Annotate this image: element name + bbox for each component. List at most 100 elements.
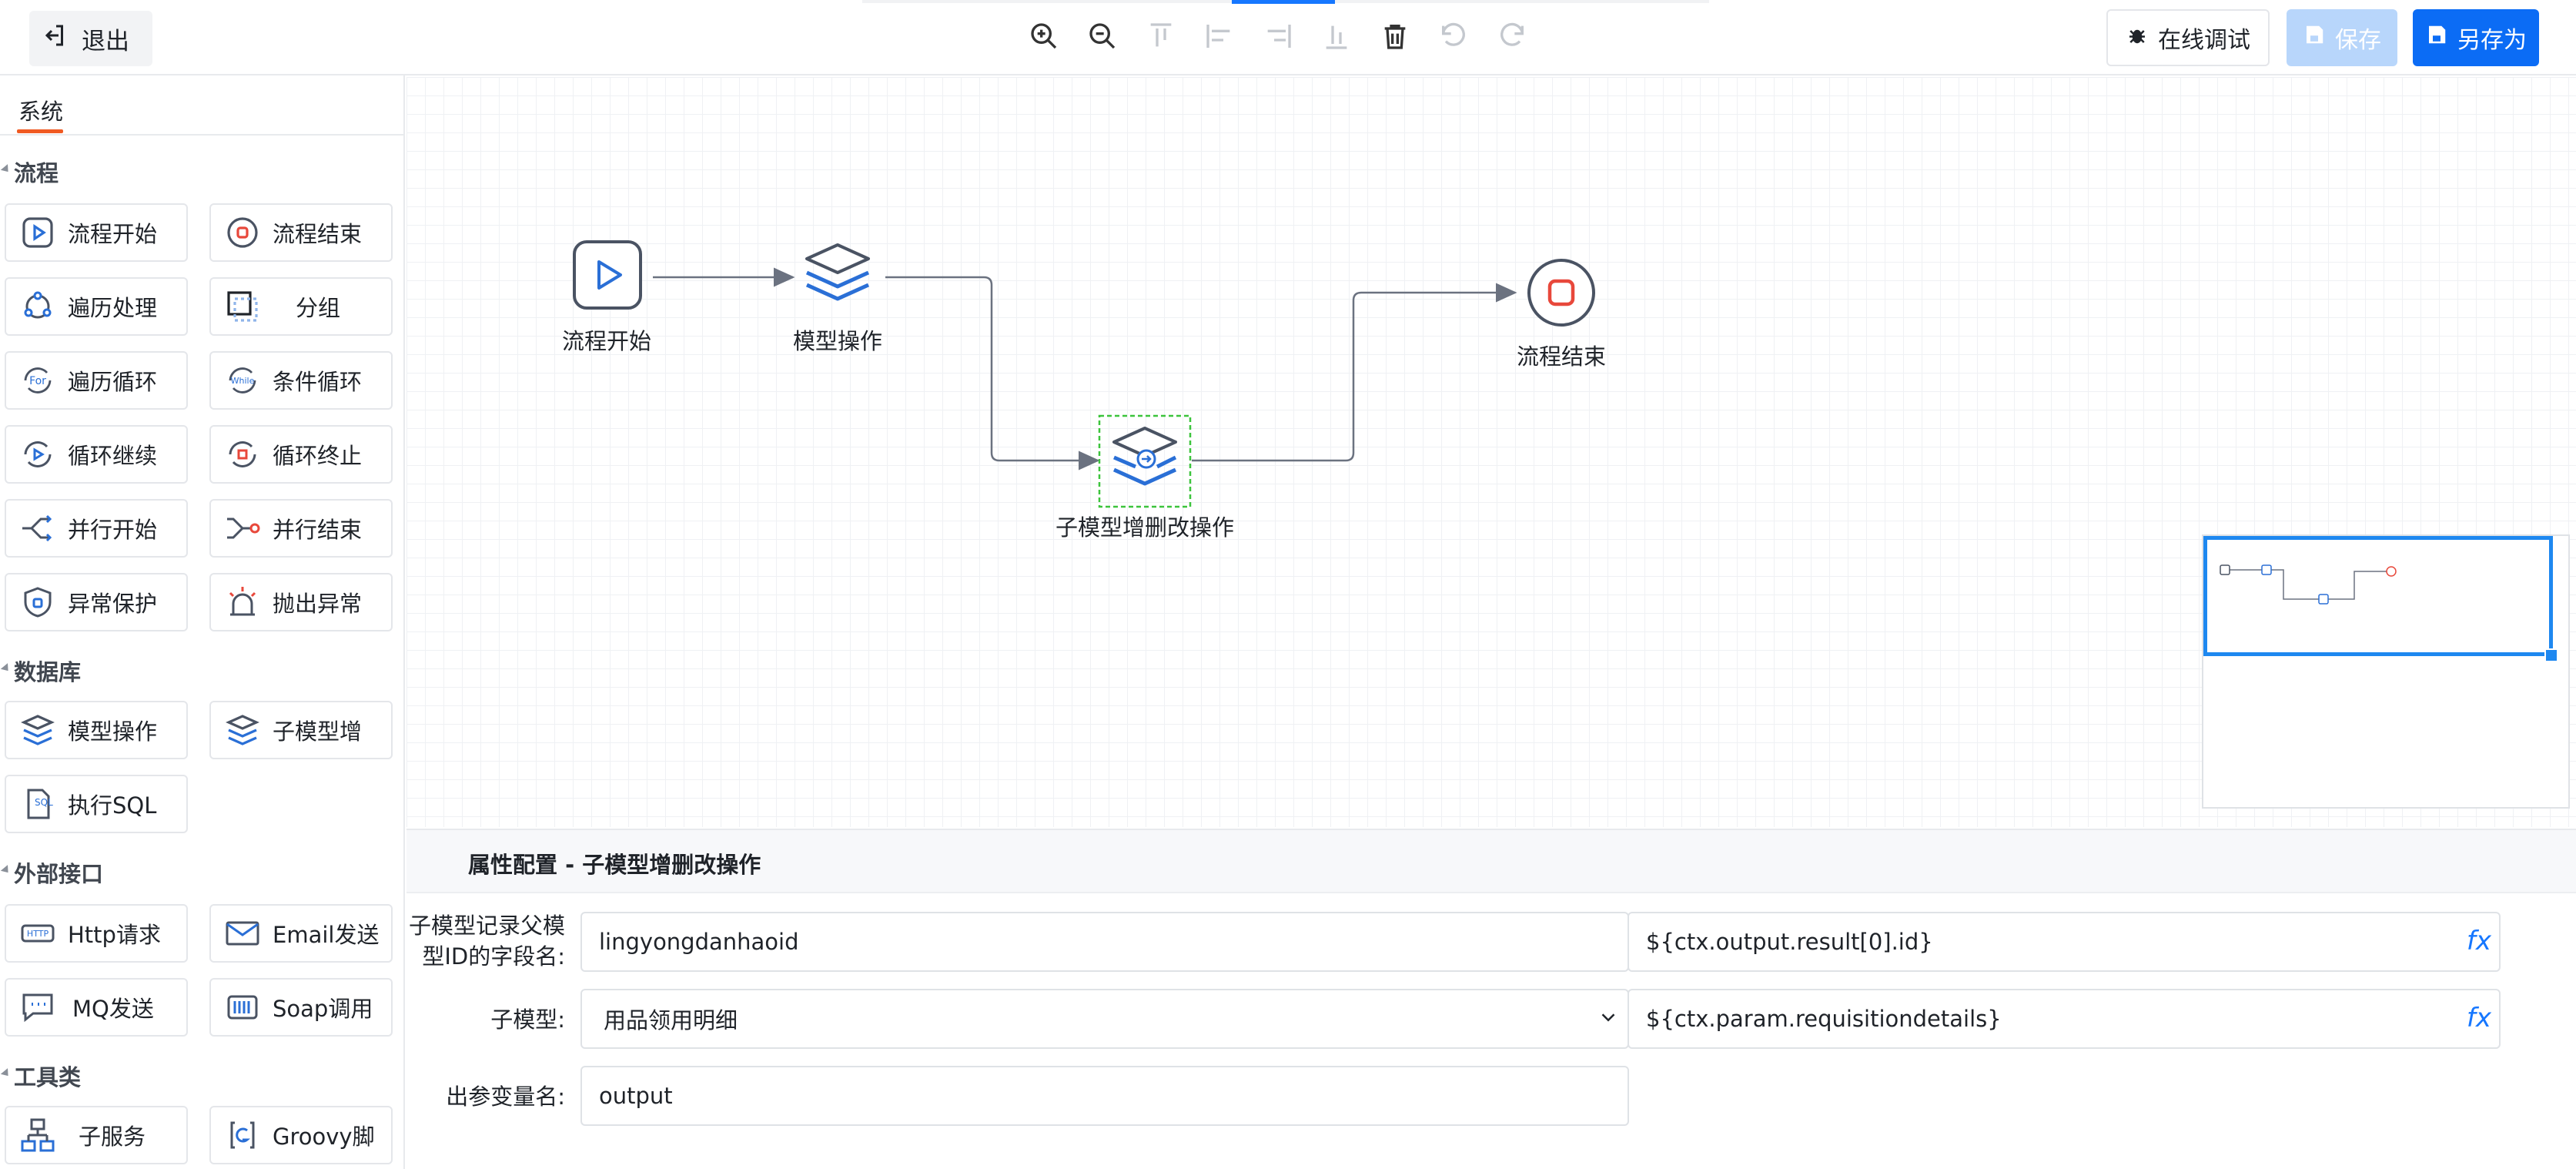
save-as-button[interactable]: 另存为 <box>2413 9 2539 66</box>
online-debug-label: 在线调试 <box>2158 27 2250 54</box>
sidebar-item-traverse[interactable]: 遍历处理 <box>5 277 188 336</box>
minimap[interactable] <box>2202 534 2570 809</box>
sidebar-item-flow-start[interactable]: 流程开始 <box>5 203 188 262</box>
node-flow-end[interactable] <box>1527 259 1595 327</box>
loop-break-icon <box>223 435 262 474</box>
align-top-icon[interactable] <box>1146 17 1176 55</box>
save-as-icon <box>2425 23 2448 52</box>
section-tools[interactable]: 工具类 <box>0 1060 81 1092</box>
online-debug-button[interactable]: 在线调试 <box>2106 9 2270 66</box>
node-label-flow-start: 流程开始 <box>561 328 652 354</box>
sidebar-item-exception-protect[interactable]: 异常保护 <box>5 573 188 631</box>
stop-icon <box>223 213 262 252</box>
sidebar-item-continue[interactable]: 循环继续 <box>5 425 188 484</box>
sidebar-item-sub-model-add[interactable]: 子模型增 <box>209 701 393 759</box>
sidebar-item-while-loop[interactable]: While 条件循环 <box>209 351 393 410</box>
zoom-in-icon[interactable] <box>1029 17 1059 55</box>
sub-model-value: 用品领用明细 <box>604 1007 738 1033</box>
node-model-op[interactable] <box>805 243 870 301</box>
exit-button[interactable]: 退出 <box>29 11 152 66</box>
parent-field-label-line1: 子模型记录父模 <box>408 913 565 939</box>
sidebar-item-label: 循环继续 <box>68 443 158 469</box>
sidebar-item-groovy[interactable]: Groovy脚 <box>209 1106 393 1164</box>
sidebar-item-label: 子服务 <box>79 1124 146 1150</box>
minimap-graph <box>2220 564 2397 605</box>
svg-text:While: While <box>231 376 255 386</box>
sidebar-item-exec-sql[interactable]: SQL 执行SQL <box>5 775 188 833</box>
sidebar-item-parallel-start[interactable]: 并行开始 <box>5 499 188 558</box>
sub-service-icon <box>18 1116 57 1154</box>
zoom-out-icon[interactable] <box>1087 17 1118 55</box>
fx-expression-button[interactable]: fx <box>2466 1003 2491 1033</box>
minimap-resize-handle[interactable] <box>2544 648 2558 662</box>
parent-field-input[interactable]: lingyongdanhaoid <box>580 912 1629 972</box>
node-label-flow-end: 流程结束 <box>1516 343 1607 370</box>
sidebar-item-mq[interactable]: MQ发送 <box>5 978 188 1037</box>
sidebar-item-model-op[interactable]: 模型操作 <box>5 701 188 759</box>
tab-system[interactable]: 系统 <box>18 99 64 125</box>
sidebar-item-sub-service[interactable]: 子服务 <box>5 1106 188 1164</box>
node-sub-model-op[interactable] <box>1098 414 1192 508</box>
sidebar-item-label: 执行SQL <box>68 792 157 819</box>
sub-model-label: 子模型: <box>490 1007 565 1033</box>
section-database[interactable]: 数据库 <box>0 655 81 687</box>
sidebar-item-for-loop[interactable]: For 遍历循环 <box>5 351 188 410</box>
save-icon <box>2303 23 2326 52</box>
sidebar-item-email[interactable]: Email发送 <box>209 904 393 963</box>
for-loop-icon: For <box>18 361 57 400</box>
delete-icon[interactable] <box>1380 17 1410 55</box>
chevron-down-icon <box>1601 1013 1615 1022</box>
sidebar-item-label: 条件循环 <box>273 369 363 395</box>
parent-field-label: 子模型记录父模 型ID的字段名: <box>406 910 565 972</box>
undo-icon[interactable] <box>1438 17 1469 55</box>
sidebar-item-label: 抛出异常 <box>273 591 363 617</box>
section-flow[interactable]: 流程 <box>0 156 59 188</box>
play-icon <box>18 213 57 252</box>
edge-sub-to-end <box>1192 283 1517 462</box>
layers-icon <box>223 711 262 749</box>
parallel-end-icon <box>223 509 262 548</box>
output-value: output <box>599 1083 673 1109</box>
svg-text:SQL: SQL <box>35 797 53 808</box>
parent-id-input[interactable]: ${ctx.output.result[0].id} fx <box>1628 912 2501 972</box>
properties-title: 属性配置 - 子模型增删改操作 <box>468 852 761 878</box>
sidebar-item-parallel-end[interactable]: 并行结束 <box>209 499 393 558</box>
align-left-icon[interactable] <box>1204 17 1235 55</box>
output-label: 出参变量名: <box>446 1084 565 1110</box>
sidebar-item-throw-exception[interactable]: 抛出异常 <box>209 573 393 631</box>
sidebar-item-group[interactable]: 分组 <box>209 277 393 336</box>
fx-expression-button[interactable]: fx <box>2466 926 2491 956</box>
align-right-icon[interactable] <box>1263 17 1293 55</box>
loop-continue-icon <box>18 435 57 474</box>
sidebar-item-http[interactable]: HTTP Http请求 <box>5 904 188 963</box>
top-scroll-indicator <box>862 0 1709 4</box>
request-set-value: ${ctx.param.requisitiondetails} <box>1646 1006 2002 1032</box>
traverse-icon <box>18 287 57 326</box>
minimap-viewport[interactable] <box>2203 536 2553 656</box>
align-bottom-icon[interactable] <box>1321 17 1352 55</box>
shield-icon <box>18 583 57 621</box>
sub-model-select[interactable]: 用品领用明细 <box>580 989 1629 1049</box>
mail-icon <box>223 914 262 953</box>
output-input[interactable]: output <box>580 1066 1629 1126</box>
redo-icon[interactable] <box>1497 17 1527 55</box>
sidebar-item-label: 遍历处理 <box>68 295 158 321</box>
properties-header: 属性配置 - 子模型增删改操作 <box>406 830 2576 893</box>
node-flow-start[interactable] <box>573 240 642 310</box>
sidebar-item-soap[interactable]: Soap调用 <box>209 978 393 1037</box>
soap-icon <box>223 988 262 1027</box>
sidebar-item-break[interactable]: 循环终止 <box>209 425 393 484</box>
node-label-sub-model-op: 子模型增删改操作 <box>1055 514 1235 541</box>
parallel-start-icon <box>18 509 57 548</box>
sidebar-item-flow-end[interactable]: 流程结束 <box>209 203 393 262</box>
save-button[interactable]: 保存 <box>2287 9 2397 66</box>
sidebar-item-label: 流程开始 <box>68 221 158 247</box>
request-set-input[interactable]: ${ctx.param.requisitiondetails} fx <box>1628 989 2501 1049</box>
section-external[interactable]: 外部接口 <box>0 856 103 889</box>
sql-icon: SQL <box>18 785 57 823</box>
sidebar-item-label: 子模型增 <box>273 718 363 745</box>
sidebar-item-label: 异常保护 <box>68 591 158 617</box>
exit-icon <box>40 22 68 55</box>
sidebar-item-label: MQ发送 <box>72 996 154 1022</box>
save-as-label: 另存为 <box>2457 27 2527 54</box>
